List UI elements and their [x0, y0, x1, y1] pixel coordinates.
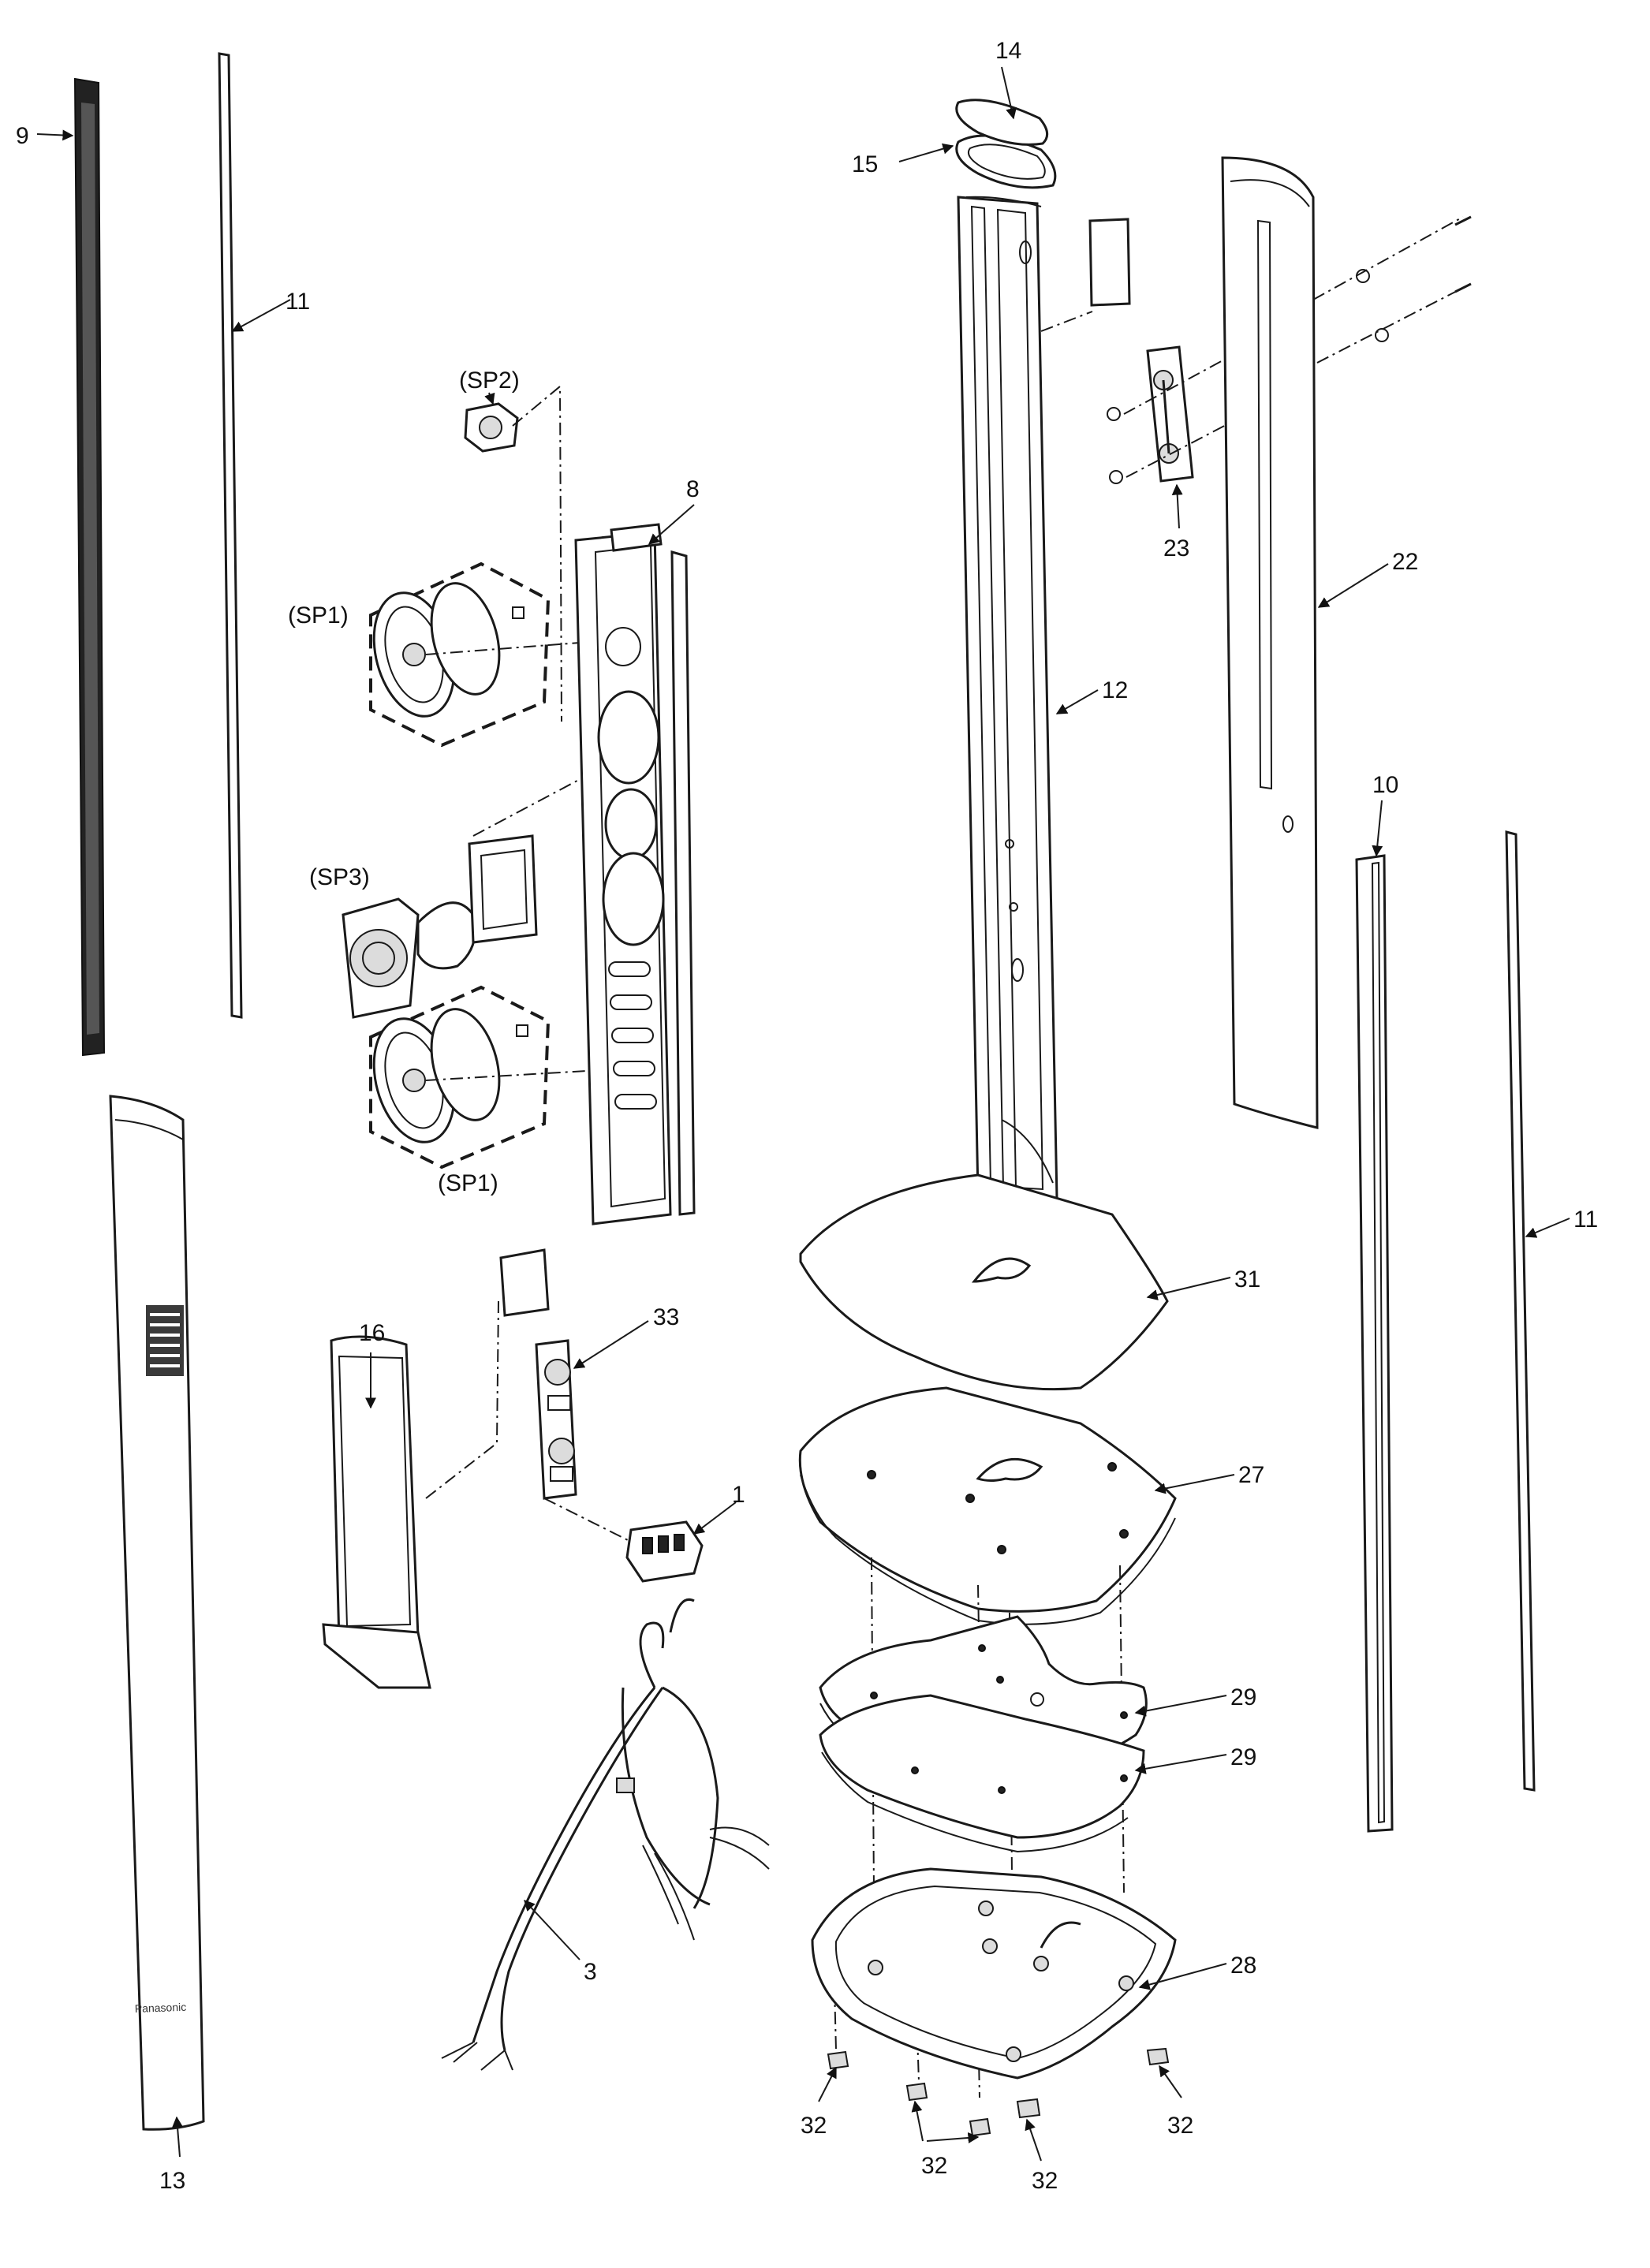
callout-28: 28	[1230, 1953, 1256, 1979]
part-14-top-cap-cover	[955, 99, 1049, 146]
callout-29-upper: 29	[1230, 1684, 1256, 1710]
callout-11-right: 11	[1573, 1207, 1598, 1233]
part-13-front-panel: Panasonic	[109, 1095, 205, 2131]
part-22-rear-cover	[1221, 156, 1464, 1129]
part-12-main-column-frame	[957, 196, 1093, 1200]
label-plate	[1088, 218, 1131, 307]
speaker-sp1-lower-woofer	[369, 985, 628, 1169]
part-3-wire-harness	[441, 1598, 770, 2071]
callout-13: 13	[159, 2168, 185, 2194]
part-23-rear-terminal	[1107, 338, 1263, 484]
part-33-terminal-board	[535, 1339, 632, 1542]
callout-23: 23	[1163, 535, 1189, 561]
speaker-sp3-midrange	[342, 768, 600, 1019]
callout-sp1-lower: (SP1)	[438, 1170, 498, 1196]
callout-27: 27	[1238, 1462, 1264, 1488]
part-10-side-rail	[1355, 854, 1394, 1833]
callout-32-a: 32	[801, 2113, 827, 2139]
callout-15: 15	[852, 151, 878, 177]
callout-31: 31	[1234, 1266, 1260, 1293]
part-28-bottom-tray	[811, 1867, 1177, 2080]
part-29-lower-spacer-plate	[819, 1694, 1145, 1853]
part-9-grille-strip	[73, 77, 106, 1057]
part-31-base-pad	[799, 1173, 1169, 1391]
callout-1: 1	[732, 1482, 745, 1508]
part-16-network-board-panel	[322, 1300, 499, 1689]
part-8-speaker-baffle	[574, 523, 696, 1225]
part-1-connector	[625, 1520, 704, 1583]
callout-11-left: 11	[286, 289, 310, 315]
part-27-base-plate	[798, 1386, 1177, 1625]
speaker-sp1-upper-woofer	[369, 561, 632, 748]
callout-14: 14	[995, 38, 1021, 64]
panel-brand-logo-text: Panasonic	[135, 2001, 187, 2015]
callout-22: 22	[1392, 549, 1418, 575]
callout-32-c: 32	[921, 2153, 947, 2179]
callout-sp2: (SP2)	[459, 367, 520, 394]
callout-33: 33	[653, 1304, 679, 1330]
callout-sp1-upper: (SP1)	[288, 602, 349, 629]
callout-labels: 9 11 14 15 (SP2) 8 (SP1) 12 23 22 10 (SP…	[16, 38, 1598, 2194]
callout-29-lower: 29	[1230, 1744, 1256, 1770]
callout-32-b: 32	[1167, 2113, 1193, 2139]
leader-lines	[36, 66, 1570, 2162]
callout-sp3: (SP3)	[309, 864, 370, 890]
part-11-left-rod	[218, 52, 243, 1019]
insulator-sheet	[499, 1248, 550, 1317]
screws-and-washers	[1356, 215, 1472, 342]
callout-16: 16	[359, 1320, 385, 1346]
callout-8: 8	[686, 476, 700, 502]
part-32-feet	[827, 2047, 1170, 2137]
callout-10: 10	[1372, 772, 1398, 798]
callout-3: 3	[584, 1959, 597, 1985]
callout-9: 9	[16, 123, 29, 149]
part-11-right-rod	[1505, 830, 1536, 1792]
speaker-sp2-tweeter	[464, 384, 562, 722]
callout-32-d: 32	[1032, 2168, 1058, 2194]
callout-12: 12	[1102, 677, 1128, 703]
